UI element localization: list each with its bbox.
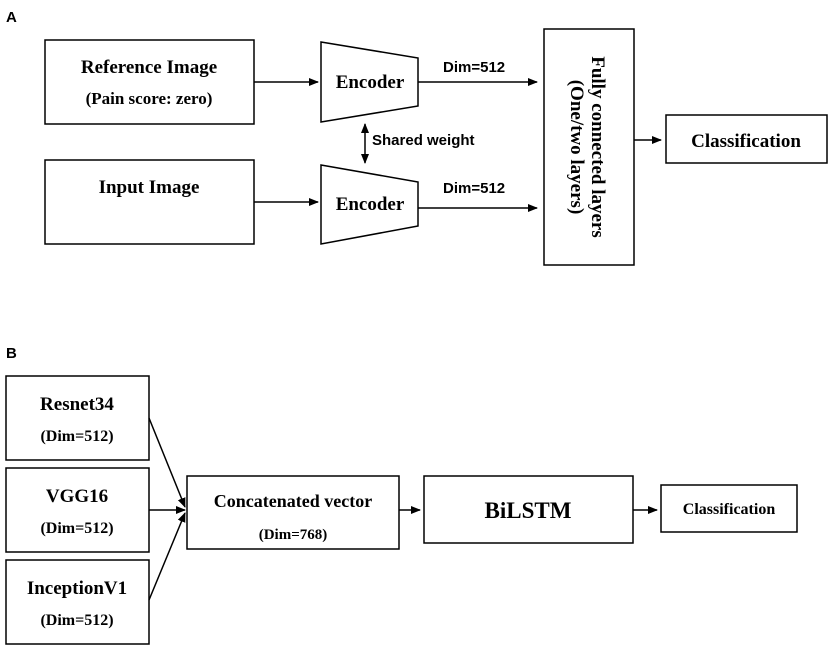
model-box-resnet34: Resnet34 (Dim=512) — [5, 375, 150, 461]
arrow-inception-to-concat — [148, 512, 186, 601]
encoder-top: Encoder — [320, 41, 419, 123]
input-image-title: Input Image — [99, 177, 200, 198]
dim-top-label: Dim=512 — [443, 59, 505, 76]
encoder-bottom: Encoder — [320, 164, 419, 245]
model-name: VGG16 — [46, 486, 108, 507]
encoder-bottom-label: Encoder — [336, 194, 405, 215]
input-image-box: Input Image — [44, 159, 255, 245]
fc-label-line1: Fully connected layers — [587, 56, 608, 238]
fc-label-line2: (One/two layers) — [566, 80, 587, 215]
bilstm-box: BiLSTM — [423, 475, 634, 544]
fully-connected-box: Fully connected layers (One/two layers) — [543, 28, 635, 266]
classification-box-b: Classification — [660, 484, 798, 533]
model-dim: (Dim=512) — [40, 612, 113, 629]
dim-bottom-label: Dim=512 — [443, 180, 505, 197]
model-dim: (Dim=512) — [40, 520, 113, 537]
bilstm-label: BiLSTM — [485, 498, 572, 523]
reference-image-subtitle: (Pain score: zero) — [86, 89, 213, 108]
reference-image-title: Reference Image — [81, 57, 217, 78]
encoder-top-label: Encoder — [336, 72, 405, 93]
shared-weight-label: Shared weight — [372, 132, 475, 149]
panel-a: A Reference Image (Pain score: zero) Inp… — [6, 9, 828, 266]
panel-b-label: B — [6, 345, 17, 362]
panel-a-label: A — [6, 9, 17, 26]
classification-box-a: Classification — [665, 114, 828, 164]
reference-image-box: Reference Image (Pain score: zero) — [44, 39, 255, 125]
classification-a-label: Classification — [691, 131, 801, 152]
concatenated-vector-box: Concatenated vector (Dim=768) — [186, 475, 400, 550]
classification-b-label: Classification — [683, 501, 776, 518]
model-dim: (Dim=512) — [40, 428, 113, 445]
model-box-vgg16: VGG16 (Dim=512) — [5, 467, 150, 553]
concat-title: Concatenated vector — [214, 491, 372, 511]
model-box-inceptionv1: InceptionV1 (Dim=512) — [5, 559, 150, 645]
model-name: Resnet34 — [40, 394, 114, 415]
arrow-resnet-to-concat — [148, 417, 186, 508]
panel-b: B Resnet34 (Dim=512) VGG16 (Dim=512) Inc… — [5, 345, 798, 645]
concat-dim: (Dim=768) — [259, 527, 328, 543]
model-name: InceptionV1 — [27, 578, 127, 599]
